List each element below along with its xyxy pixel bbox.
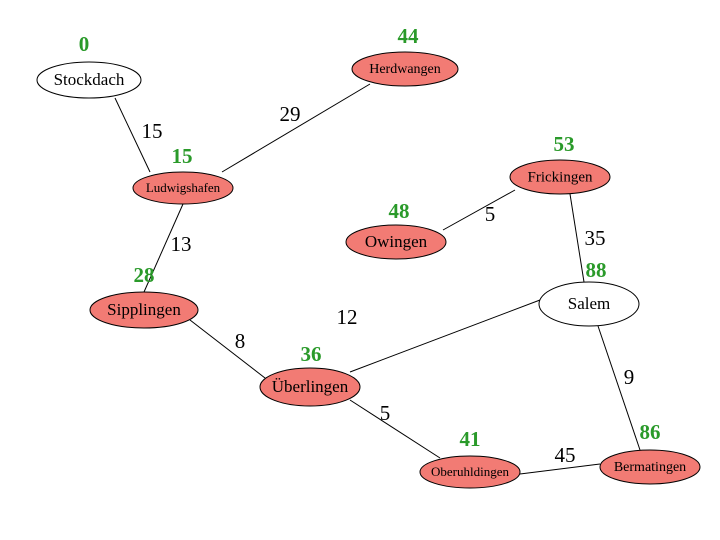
node-ellipse-herdwangen [351, 51, 459, 87]
edge-weight-ludwigshafen-herdwangen: 29 [280, 102, 301, 126]
distance-label-oberuhldingen: 41 [460, 427, 481, 451]
distance-label-ludwigshafen: 15 [172, 144, 193, 168]
edge-stockdach-ludwigshafen [114, 97, 151, 173]
edge-ludwigshafen-sipplingen [143, 203, 184, 293]
node-label-frickingen: Frickingen [528, 169, 593, 185]
node-stockdach[interactable]: Stockdach [36, 61, 142, 99]
distance-label-frickingen: 53 [554, 132, 575, 156]
distance-label-owingen: 48 [389, 199, 410, 223]
distance-label-sipplingen: 28 [134, 263, 155, 287]
edge-weight-owingen-frickingen: 5 [485, 202, 496, 226]
node-label-salem: Salem [568, 294, 611, 313]
node-salem[interactable]: Salem [538, 281, 640, 327]
edge-weight-oberuhldingen-bermatingen: 45 [555, 443, 576, 467]
node-ellipse-oberuhldingen [419, 455, 521, 489]
node-ellipse-sipplingen [89, 291, 199, 329]
node-ludwigshafen[interactable]: Ludwigshafen [132, 171, 234, 205]
node-label-oberuhldingen: Oberuhldingen [431, 464, 509, 479]
node-ellipse-bermatingen [599, 449, 701, 485]
node-ellipse-salem [538, 281, 640, 327]
edge-weight-ueberlingen-salem: 12 [337, 305, 358, 329]
edge-weight-ueberlingen-oberuhldingen: 5 [380, 401, 391, 425]
node-herdwangen[interactable]: Herdwangen [351, 51, 459, 87]
node-label-sipplingen: Sipplingen [107, 300, 181, 319]
edges-layer [114, 83, 641, 475]
node-label-bermatingen: Bermatingen [614, 460, 686, 475]
node-label-ueberlingen: Überlingen [272, 377, 349, 396]
distance-label-salem: 88 [586, 258, 607, 282]
node-sipplingen[interactable]: Sipplingen [89, 291, 199, 329]
node-ellipse-ueberlingen [259, 367, 361, 407]
distance-label-ueberlingen: 36 [301, 342, 322, 366]
edge-frickingen-salem [569, 193, 585, 283]
node-label-ludwigshafen: Ludwigshafen [146, 180, 221, 195]
node-ueberlingen[interactable]: Überlingen [259, 367, 361, 407]
edge-ueberlingen-oberuhldingen [349, 399, 441, 459]
distance-label-stockdach: 0 [79, 32, 90, 56]
node-bermatingen[interactable]: Bermatingen [599, 449, 701, 485]
node-ellipse-ludwigshafen [132, 171, 234, 205]
node-label-stockdach: Stockdach [54, 70, 125, 89]
node-frickingen[interactable]: Frickingen [509, 159, 611, 195]
edge-weight-stockdach-ludwigshafen: 15 [142, 119, 163, 143]
node-label-herdwangen: Herdwangen [369, 62, 441, 77]
edge-ludwigshafen-herdwangen [221, 83, 371, 173]
labels-layer: 15 29 13 5 35 8 12 5 9 45 0 44 15 53 48 28 88 36 41 86 [79, 24, 661, 467]
edge-oberuhldingen-bermatingen [519, 463, 601, 475]
edge-weight-frickingen-salem: 35 [585, 226, 606, 250]
edge-weight-sipplingen-ueberlingen: 8 [235, 329, 246, 353]
node-label-owingen: Owingen [365, 232, 428, 251]
edge-salem-bermatingen [597, 325, 641, 451]
node-owingen[interactable]: Owingen [345, 224, 447, 260]
edge-owingen-frickingen [442, 189, 516, 231]
distance-label-bermatingen: 86 [640, 420, 661, 444]
edge-weight-salem-bermatingen: 9 [624, 365, 635, 389]
node-oberuhldingen[interactable]: Oberuhldingen [419, 455, 521, 489]
node-ellipse-frickingen [509, 159, 611, 195]
edge-weight-ludwigshafen-sipplingen: 13 [171, 232, 192, 256]
edge-sipplingen-ueberlingen [189, 319, 266, 379]
node-ellipse-owingen [345, 224, 447, 260]
distance-label-herdwangen: 44 [398, 24, 420, 48]
node-ellipse-stockdach [36, 61, 142, 99]
edge-ueberlingen-salem [349, 299, 541, 373]
